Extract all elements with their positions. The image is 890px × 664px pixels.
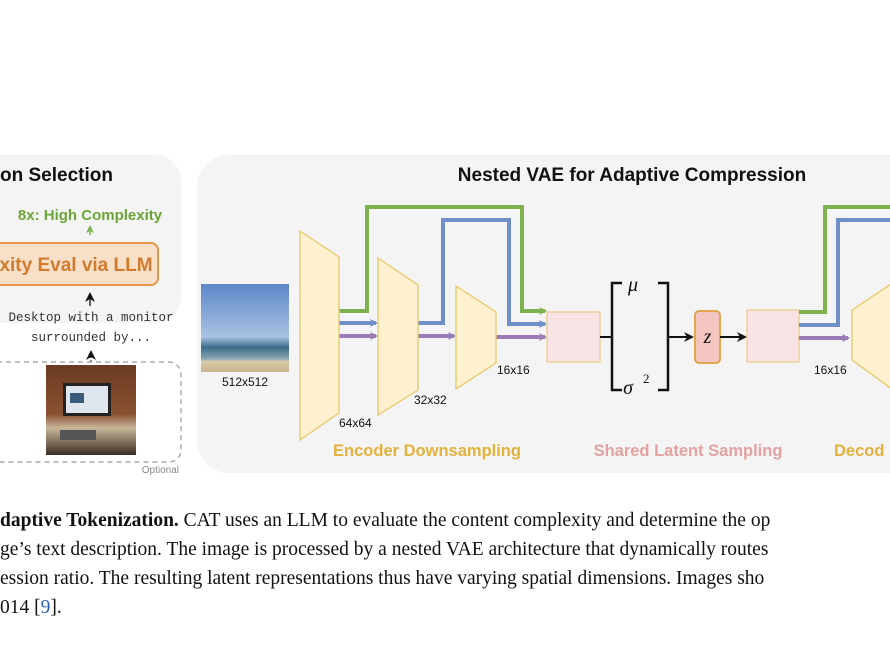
vae-panel-title: Nested VAE for Adaptive Compression — [458, 165, 806, 186]
caption-line-4: 014 [9]. — [0, 593, 890, 622]
enc-size-32: 32x32 — [414, 393, 447, 407]
encoder-section-label: Encoder Downsampling — [333, 442, 521, 460]
latent-output-box — [746, 309, 800, 363]
sigma-exponent: 2 — [643, 371, 650, 386]
figure-caption: daptive Tokenization. CAT uses an LLM to… — [0, 506, 890, 622]
nested-vae-panel: Nested VAE for Adaptive Compression 512x… — [197, 155, 890, 473]
caption-text-4-end: ]. — [50, 597, 62, 618]
desktop-photo — [46, 365, 136, 455]
input-size-label: 512x512 — [222, 375, 268, 389]
complexity-result-label: 8x: High Complexity — [18, 207, 163, 224]
blue-route-2 — [418, 218, 547, 328]
llm-eval-box — [0, 242, 159, 286]
description-line1: Desktop with a monitor — [8, 311, 173, 325]
caption-line-1: daptive Tokenization. CAT uses an LLM to… — [0, 506, 890, 535]
decoder-section-label: Decod — [834, 442, 884, 460]
caption-text-1: CAT uses an LLM to evaluate the content … — [178, 510, 771, 531]
selection-panel-title: on Selection — [0, 165, 113, 186]
citation-link[interactable]: 9 — [40, 597, 51, 618]
optional-image-box — [0, 361, 182, 463]
mu-symbol: μ — [627, 274, 638, 296]
encoder-block-2 — [377, 256, 419, 417]
blue-route-decoder — [799, 218, 890, 327]
llm-eval-label: xity Eval via LLM — [0, 255, 153, 276]
selection-panel: on Selection 8x: High Complexity xity Ev… — [0, 155, 182, 476]
decoder-block-1 — [851, 283, 890, 389]
caption-line-2: ge’s text description. The image is proc… — [0, 539, 769, 560]
encoder-block-3 — [455, 284, 497, 391]
enc-size-64: 64x64 — [339, 416, 372, 430]
sigma-symbol: σ — [623, 377, 634, 399]
optional-label: Optional — [142, 465, 179, 476]
encoder-block-1 — [299, 229, 340, 442]
description-line2: surrounded by... — [31, 331, 151, 345]
bracket-left — [610, 281, 622, 392]
caption-title: daptive Tokenization. — [0, 510, 179, 531]
latent-input-box — [546, 311, 601, 363]
caption-text-4: 014 [ — [0, 597, 41, 618]
green-route-encoder — [339, 205, 547, 315]
dec-size-16: 16x16 — [814, 363, 847, 377]
caption-line-3: ession ratio. The resulting latent repre… — [0, 568, 765, 589]
input-beach-image — [201, 284, 289, 372]
enc-size-16: 16x16 — [497, 363, 530, 377]
z-symbol: z — [703, 326, 712, 348]
latent-section-label: Shared Latent Sampling — [594, 442, 783, 460]
green-route-decoder — [799, 205, 890, 314]
